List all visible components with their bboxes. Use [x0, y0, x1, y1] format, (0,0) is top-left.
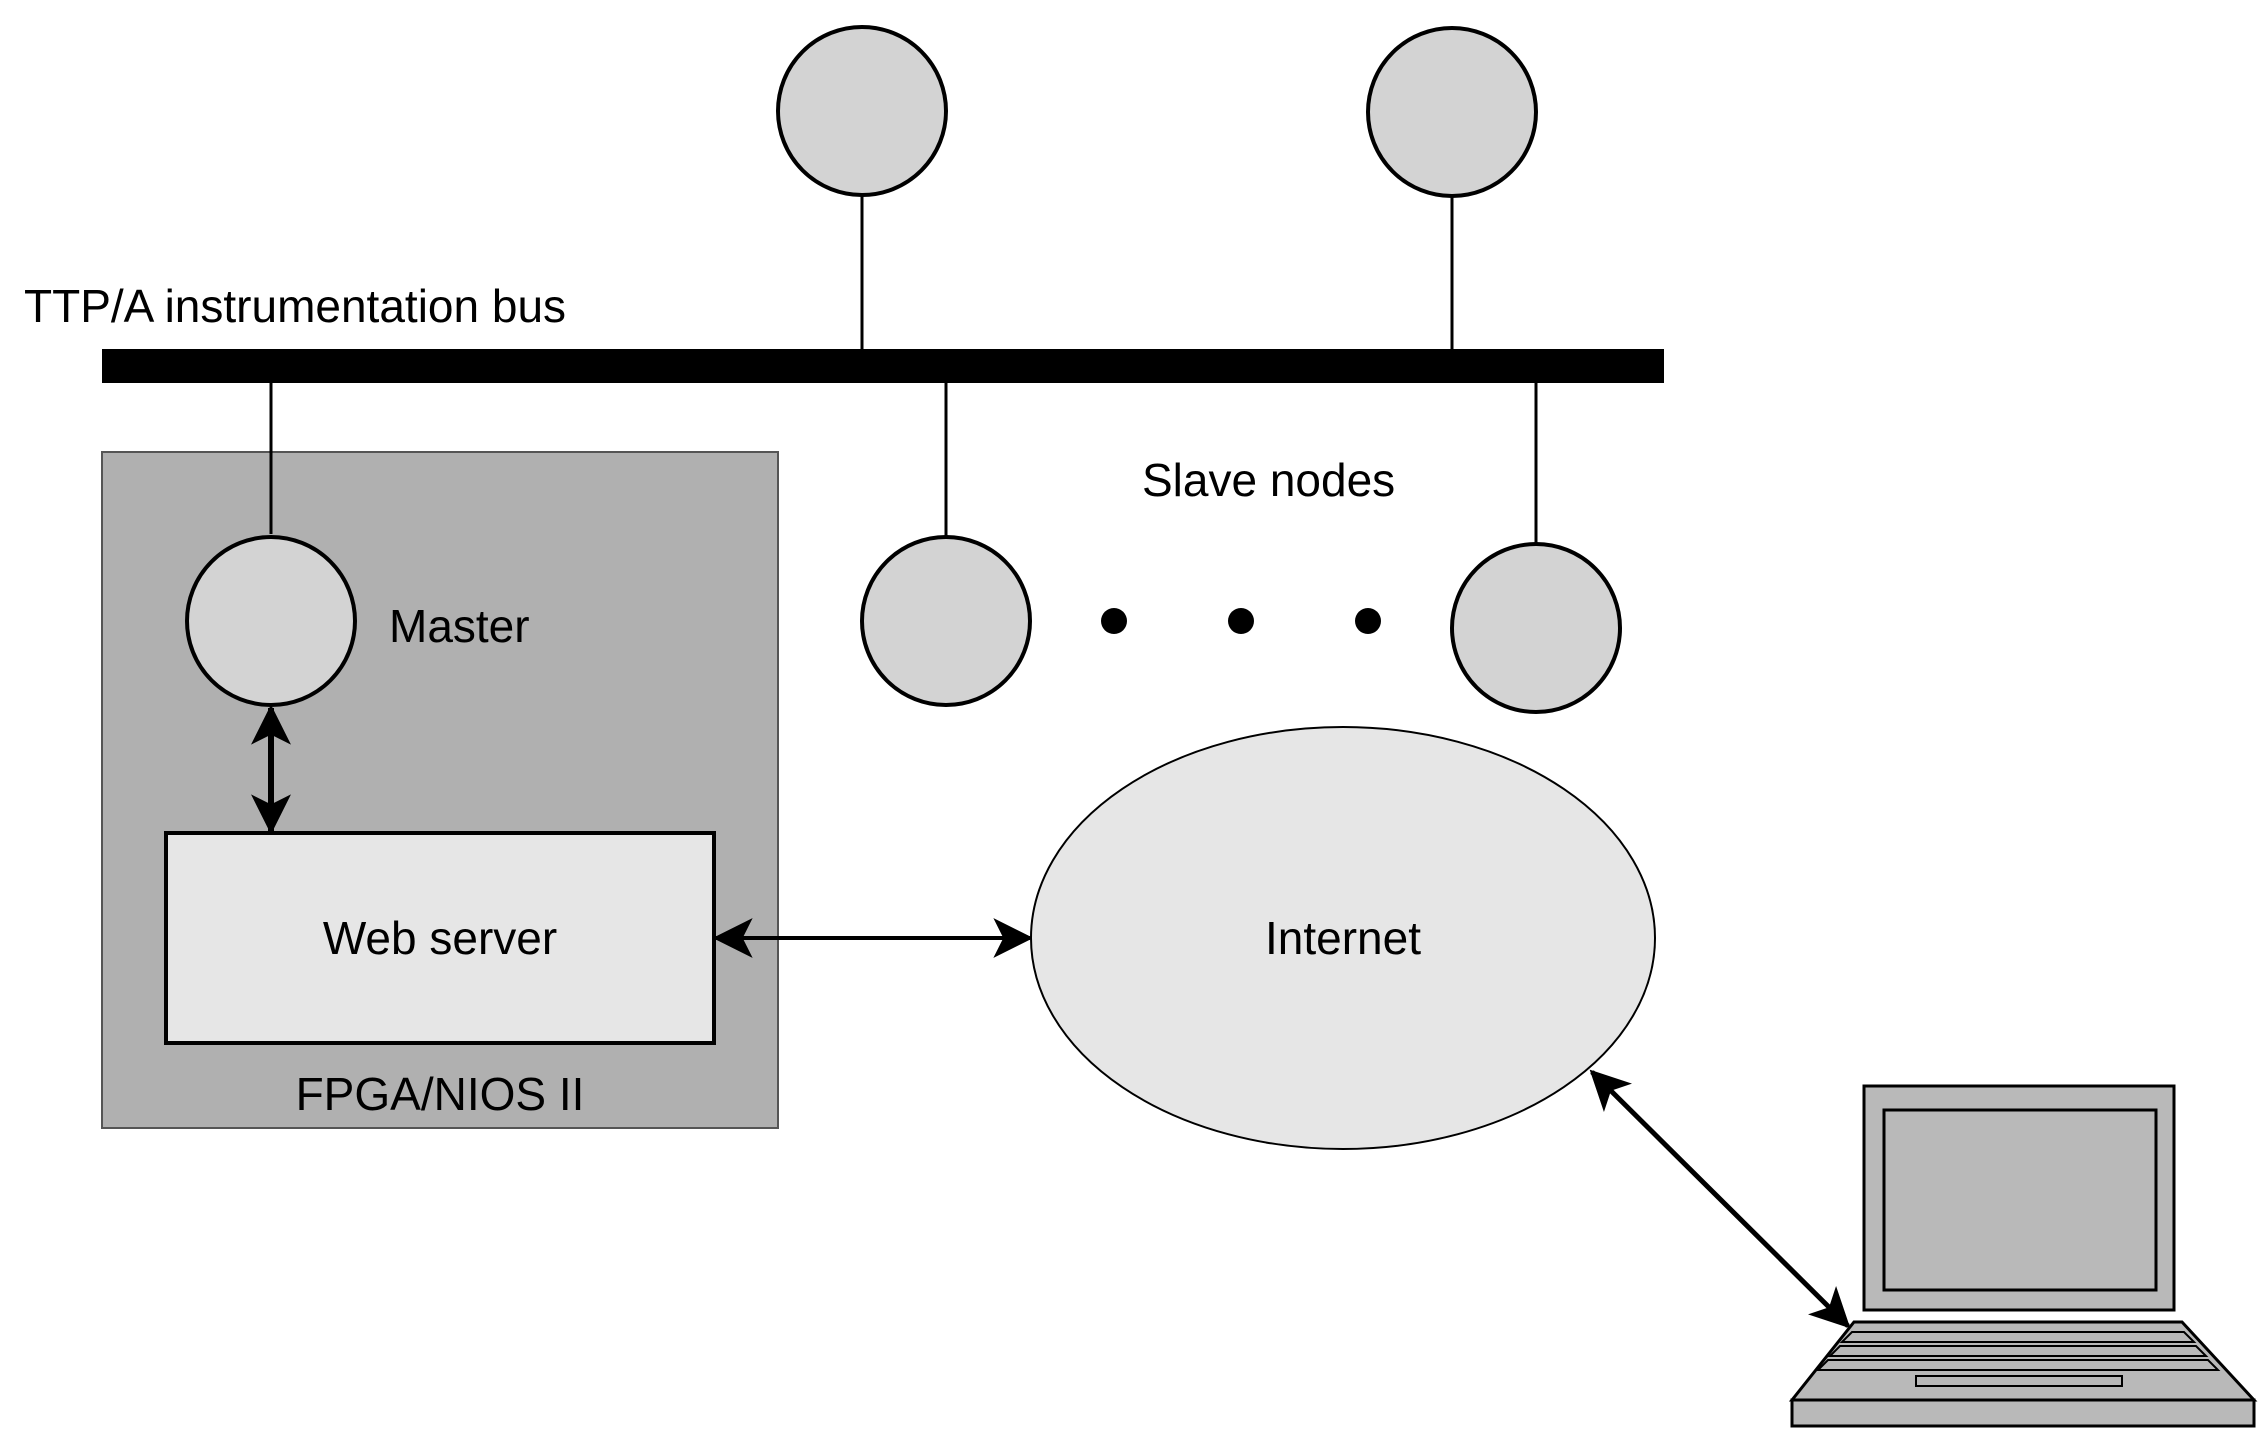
- ellipsis-dot: [1101, 608, 1127, 634]
- master-node: [185, 535, 357, 707]
- slave-node: [1450, 542, 1622, 714]
- ellipsis-dot: [1355, 608, 1381, 634]
- internet-label: Internet: [1265, 912, 1421, 964]
- slave-nodes-label: Slave nodes: [1142, 454, 1395, 506]
- ellipsis-dot: [1228, 608, 1254, 634]
- laptop-icon: [1788, 1084, 2258, 1428]
- fpga-label: FPGA/NIOS II: [296, 1068, 585, 1120]
- master-label: Master: [389, 600, 530, 652]
- internet-laptop-arrow: [1589, 1069, 1851, 1329]
- instrumentation-bus: [102, 349, 1664, 383]
- web-server-label: Web server: [323, 912, 557, 964]
- internet-ellipse: [1030, 726, 1656, 1150]
- slave-node: [860, 535, 1032, 707]
- slave-node: [776, 25, 948, 197]
- bus-label: TTP/A instrumentation bus: [24, 280, 566, 332]
- slave-node: [1366, 26, 1538, 198]
